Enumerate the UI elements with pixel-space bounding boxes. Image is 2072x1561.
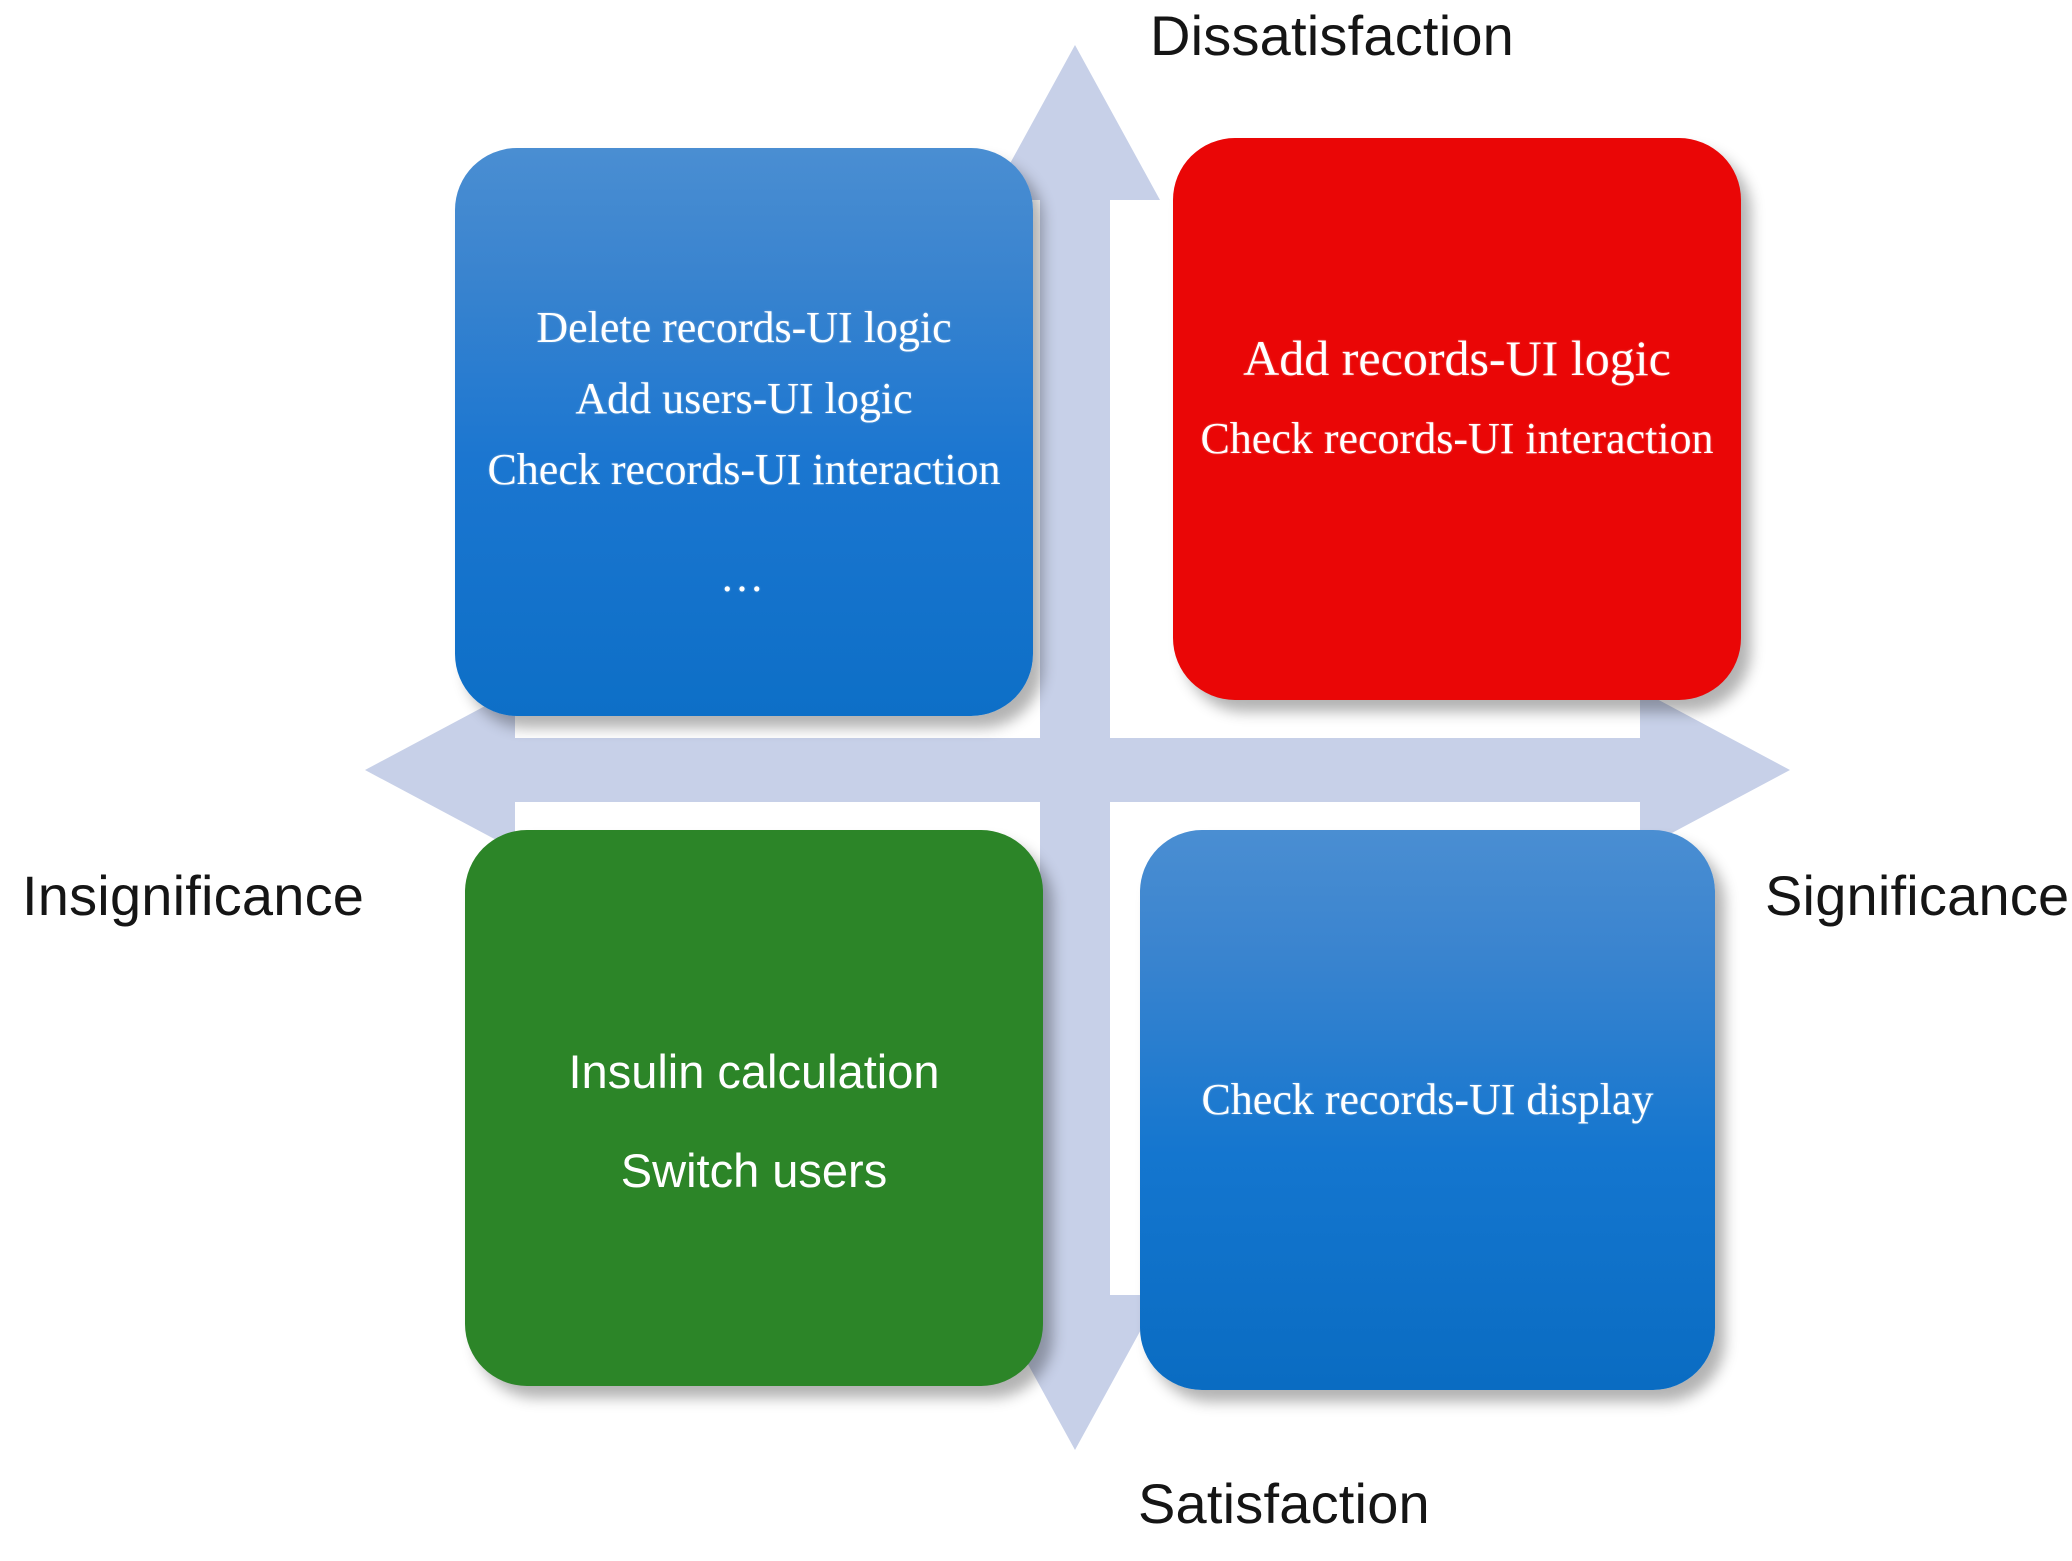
quadrant-text-group: Delete records-UI logic Add users-UI log… bbox=[455, 302, 1033, 602]
quadrant-box-top-right[interactable]: Add records-UI logic Check records-UI in… bbox=[1173, 138, 1741, 700]
quadrant-line: Check records-UI display bbox=[1201, 1075, 1654, 1125]
axis-label-insignificance: Insignificance bbox=[22, 864, 365, 927]
axis-label-dissatisfaction: Dissatisfaction bbox=[1150, 4, 1515, 67]
quadrant-line: Add records-UI logic bbox=[1243, 330, 1671, 387]
axis-label-significance: Significance bbox=[1765, 864, 2070, 927]
quadrant-line-ellipsis: … bbox=[720, 552, 768, 602]
quadrant-box-top-left[interactable]: Delete records-UI logic Add users-UI log… bbox=[455, 148, 1033, 716]
quadrant-line: Delete records-UI logic bbox=[536, 302, 952, 352]
quadrant-box-bottom-left[interactable]: Insulin calculation Switch users bbox=[465, 830, 1043, 1386]
axis-label-satisfaction: Satisfaction bbox=[1138, 1472, 1430, 1535]
quadrant-line: Insulin calculation bbox=[568, 1045, 940, 1099]
quadrant-line: Check records-UI interaction bbox=[487, 445, 1001, 494]
quadrant-line: Check records-UI interaction bbox=[1200, 414, 1714, 464]
quadrant-box-bottom-right[interactable]: Check records-UI display bbox=[1140, 830, 1715, 1390]
quadrant-line: Switch users bbox=[620, 1144, 888, 1197]
quadrant-text-group: Insulin calculation Switch users bbox=[465, 1045, 1043, 1198]
quadrant-text-group: Add records-UI logic Check records-UI in… bbox=[1173, 329, 1741, 464]
quadrant-line: Add users-UI logic bbox=[575, 373, 913, 423]
quadrant-text-group: Check records-UI display bbox=[1140, 1074, 1715, 1125]
